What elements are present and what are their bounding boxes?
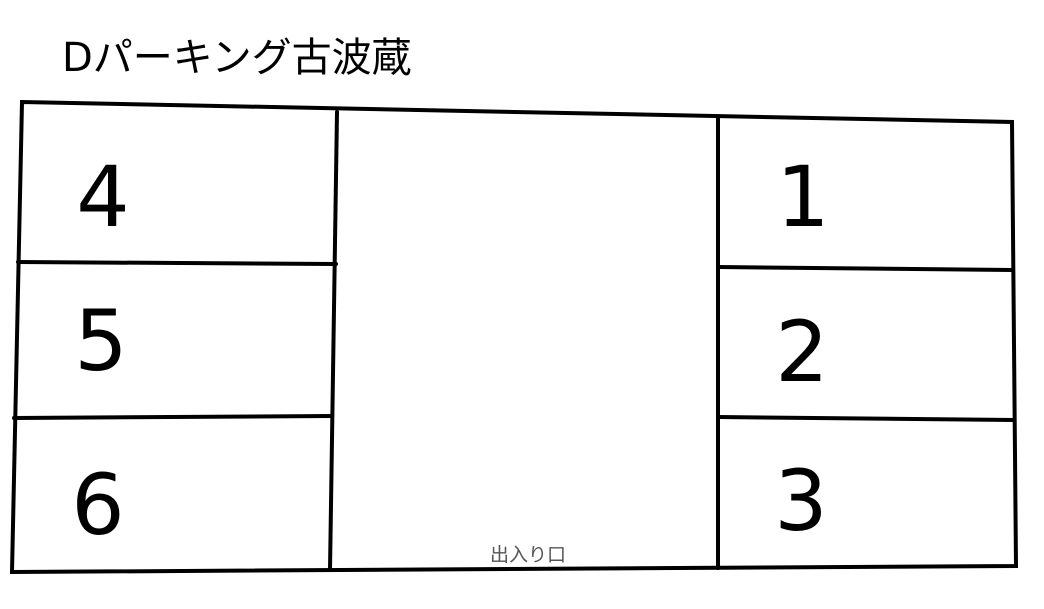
stall-divider-1-2 bbox=[716, 265, 1014, 272]
lot-outline bbox=[9, 99, 1019, 575]
left-aisle-divider bbox=[328, 110, 339, 572]
space-2-number: 2 bbox=[775, 303, 828, 401]
space-6-number: 6 bbox=[71, 456, 124, 554]
stall-divider-5-6 bbox=[12, 414, 334, 420]
entrance-label: 出入り口 bbox=[490, 544, 566, 566]
stall-divider-2-3 bbox=[716, 415, 1016, 422]
space-4-number: 4 bbox=[76, 148, 129, 246]
space-1-number: 1 bbox=[776, 148, 829, 246]
parking-lot-title: Dパーキング古波蔵 bbox=[62, 35, 412, 81]
space-5-number: 5 bbox=[74, 292, 127, 390]
stall-divider-4-5 bbox=[16, 260, 338, 266]
space-3-number: 3 bbox=[774, 452, 827, 550]
